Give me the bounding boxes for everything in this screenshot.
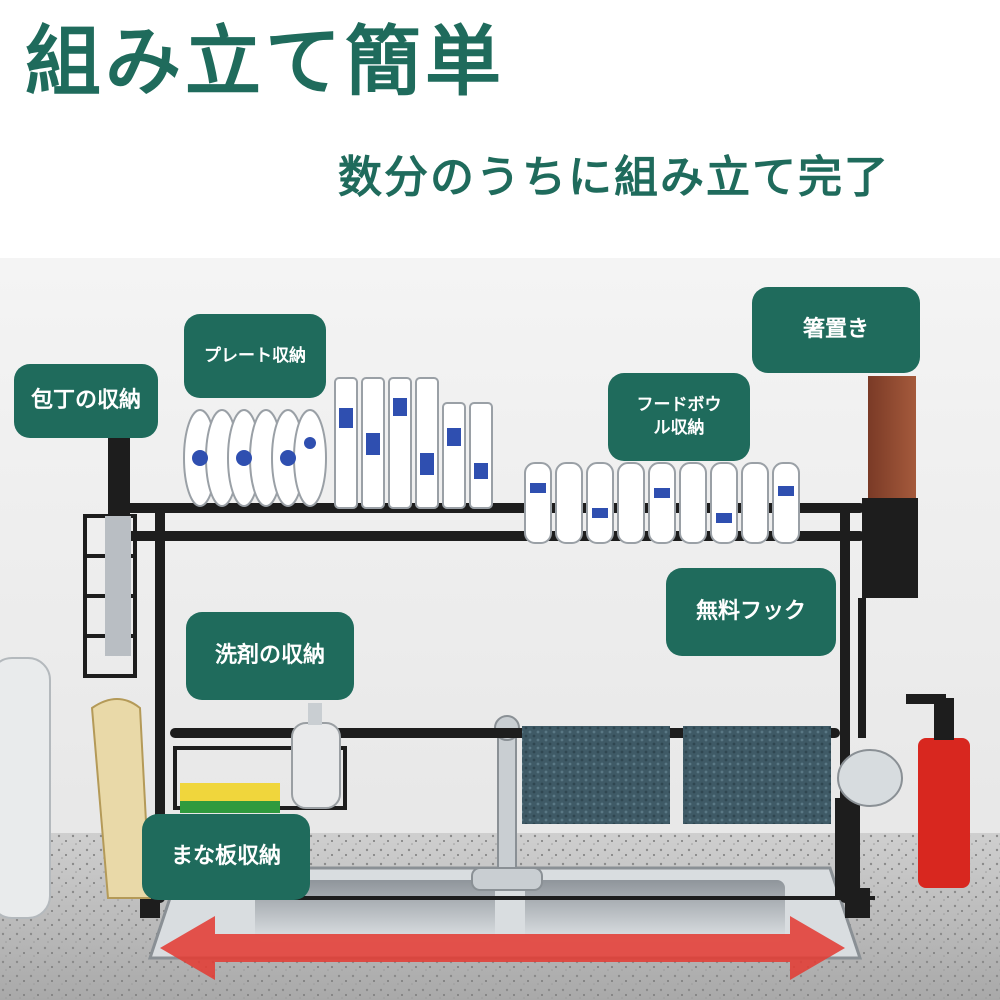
callout-knife: 包丁の収納 xyxy=(14,364,158,438)
width-arrow-icon xyxy=(160,916,845,980)
callout-plate: プレート収納 xyxy=(184,314,326,398)
callout-detergent: 洗剤の収納 xyxy=(186,612,354,700)
callout-chopsticks: 箸置き xyxy=(752,287,920,373)
callout-hook: 無料フック xyxy=(666,568,836,656)
callout-bowl: フードボウ ル収納 xyxy=(608,373,750,461)
callout-board: まな板収納 xyxy=(142,814,310,900)
headline-subtitle: 数分のうちに組み立て完了 xyxy=(338,152,890,203)
headline-title: 組み立て簡単 xyxy=(25,17,505,106)
